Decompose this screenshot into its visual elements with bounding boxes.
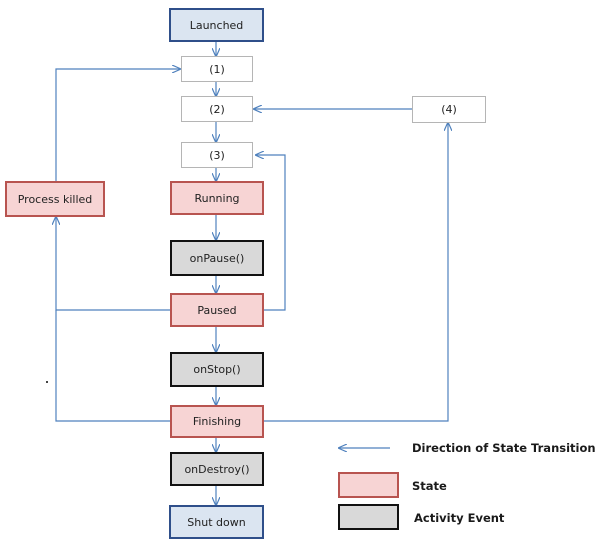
step-3-label: (3) (209, 148, 225, 162)
launched-node: Launched (169, 8, 264, 42)
paused-state: Paused (170, 293, 264, 327)
paused-label: Paused (197, 303, 237, 317)
legend-state-label: State (412, 479, 447, 493)
legend-event-swatch (338, 504, 399, 530)
process-killed-label: Process killed (17, 192, 93, 206)
process-killed-state: Process killed (5, 181, 105, 217)
onstop-label: onStop() (193, 363, 241, 376)
onpause-label: onPause() (189, 251, 245, 265)
step-2-label: (2) (209, 102, 225, 116)
step-1-label: (1) (209, 62, 225, 76)
step-3-node: (3) (181, 142, 253, 168)
finishing-state: Finishing (170, 405, 264, 438)
ondestroy-event: onDestroy() (170, 452, 264, 486)
running-state: Running (170, 181, 264, 215)
arrow-paused-to-processkilled (56, 217, 172, 311)
arrow-processkilled-to-step1 (55, 69, 180, 181)
legend-state-swatch (338, 472, 399, 498)
step-2-node: (2) (181, 96, 253, 122)
step-4-node: (4) (412, 96, 486, 123)
stray-dot (46, 381, 48, 383)
onpause-event: onPause() (170, 240, 264, 276)
step-4-label: (4) (441, 103, 457, 116)
line-finishing-to-processkilled (55, 310, 172, 422)
finishing-label: Finishing (192, 415, 242, 428)
shut-down-node: Shut down (169, 505, 264, 539)
running-label: Running (194, 191, 240, 205)
shut-down-label: Shut down (187, 515, 246, 529)
ondestroy-label: onDestroy() (184, 462, 250, 476)
step-1-node: (1) (181, 56, 253, 82)
launched-label: Launched (189, 18, 244, 32)
arrow-finishing-to-step4 (263, 123, 448, 422)
onstop-event: onStop() (170, 352, 264, 387)
arrow-paused-to-step3 (256, 155, 286, 311)
legend-transition-label: Direction of State Transition (412, 441, 596, 455)
legend-event-label: Activity Event (414, 511, 505, 525)
